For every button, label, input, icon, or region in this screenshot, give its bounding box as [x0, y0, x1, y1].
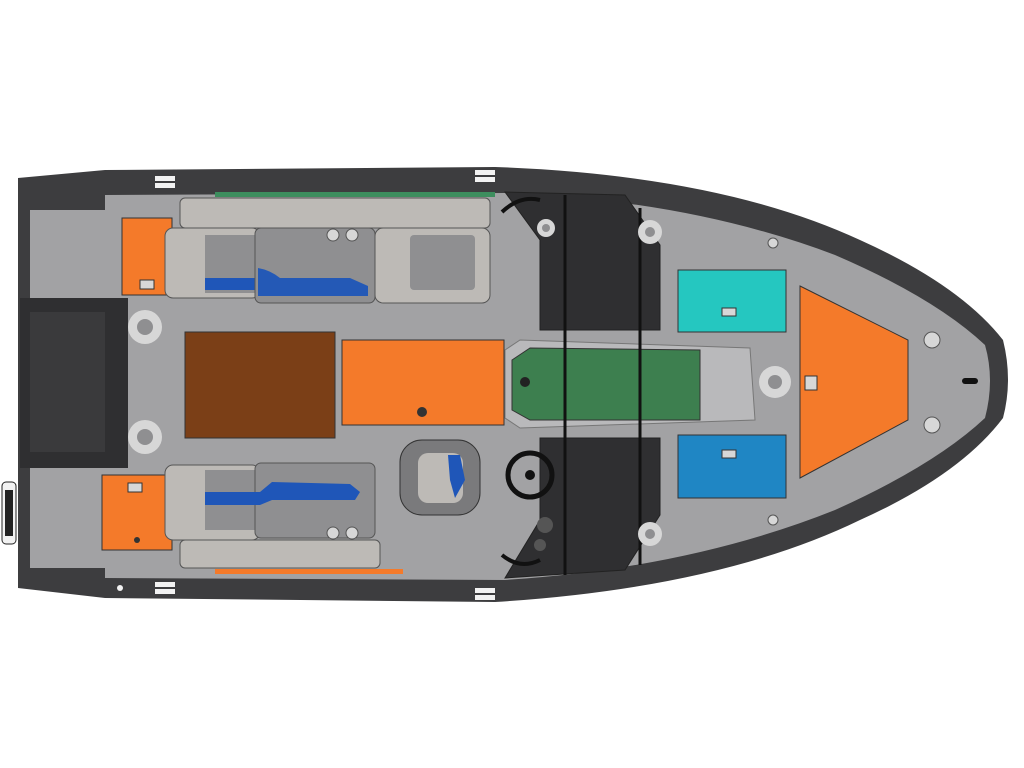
bow-cup-holder — [759, 366, 791, 398]
port-gunwale-stripe — [215, 192, 495, 197]
bow-starboard-fitting — [923, 416, 941, 434]
bow-deck-latch — [804, 375, 818, 391]
walkway-storage[interactable] — [511, 347, 701, 421]
bow-anchor-light — [962, 378, 978, 384]
stern-cup-holder-top — [128, 310, 162, 344]
bow-casting-deck[interactable] — [799, 285, 909, 479]
helm-seat[interactable] — [399, 439, 481, 516]
port-rear-storage-latch[interactable] — [139, 279, 155, 290]
deck-fitting-port-mid — [767, 237, 779, 249]
helm-gauges — [534, 517, 553, 551]
starboard-cup-holders — [326, 526, 359, 540]
starboard-seat-backrest — [179, 539, 381, 569]
bimini-rails — [500, 196, 541, 566]
starboard-mid-cleat — [475, 588, 495, 600]
stern-cup-holder-bottom — [128, 420, 162, 454]
starboard-bow-hatch-latch — [721, 449, 737, 459]
starboard-gunwale-stripe — [215, 569, 403, 574]
starboard-stern-cleat — [155, 582, 175, 594]
port-cup-holders — [326, 228, 359, 242]
port-stern-cleat — [155, 176, 175, 188]
port-seat-backrest — [179, 197, 491, 229]
starboard-bench-accent — [205, 482, 360, 505]
port-bench-accent — [258, 268, 368, 296]
stern-drain-plug — [117, 585, 123, 591]
starboard-rear-storage-knob — [134, 537, 140, 543]
steering-wheel[interactable] — [505, 450, 555, 500]
bow-port-fitting — [923, 331, 941, 349]
transom-step — [30, 312, 105, 452]
port-dash-cup-holder — [537, 219, 555, 237]
center-storage-knob — [417, 407, 427, 417]
rear-center-compartment[interactable] — [184, 331, 336, 439]
port-mid-cleat — [475, 170, 495, 182]
port-bow-hatch-latch — [721, 307, 737, 317]
windshield-frame — [563, 195, 642, 575]
port-forward-seat-cushion — [410, 235, 475, 290]
starboard-bench-seat[interactable] — [254, 462, 376, 539]
starboard-rear-storage-latch[interactable] — [127, 482, 143, 493]
swim-ladder — [1, 481, 17, 545]
port-bow-hatch[interactable] — [677, 269, 787, 333]
deck-fitting-starboard-mid — [767, 514, 779, 526]
starboard-console-cup-holder — [638, 522, 662, 546]
port-console-cup-holder — [638, 220, 662, 244]
walkway-storage-knob — [520, 377, 530, 387]
starboard-bow-hatch[interactable] — [677, 434, 787, 499]
